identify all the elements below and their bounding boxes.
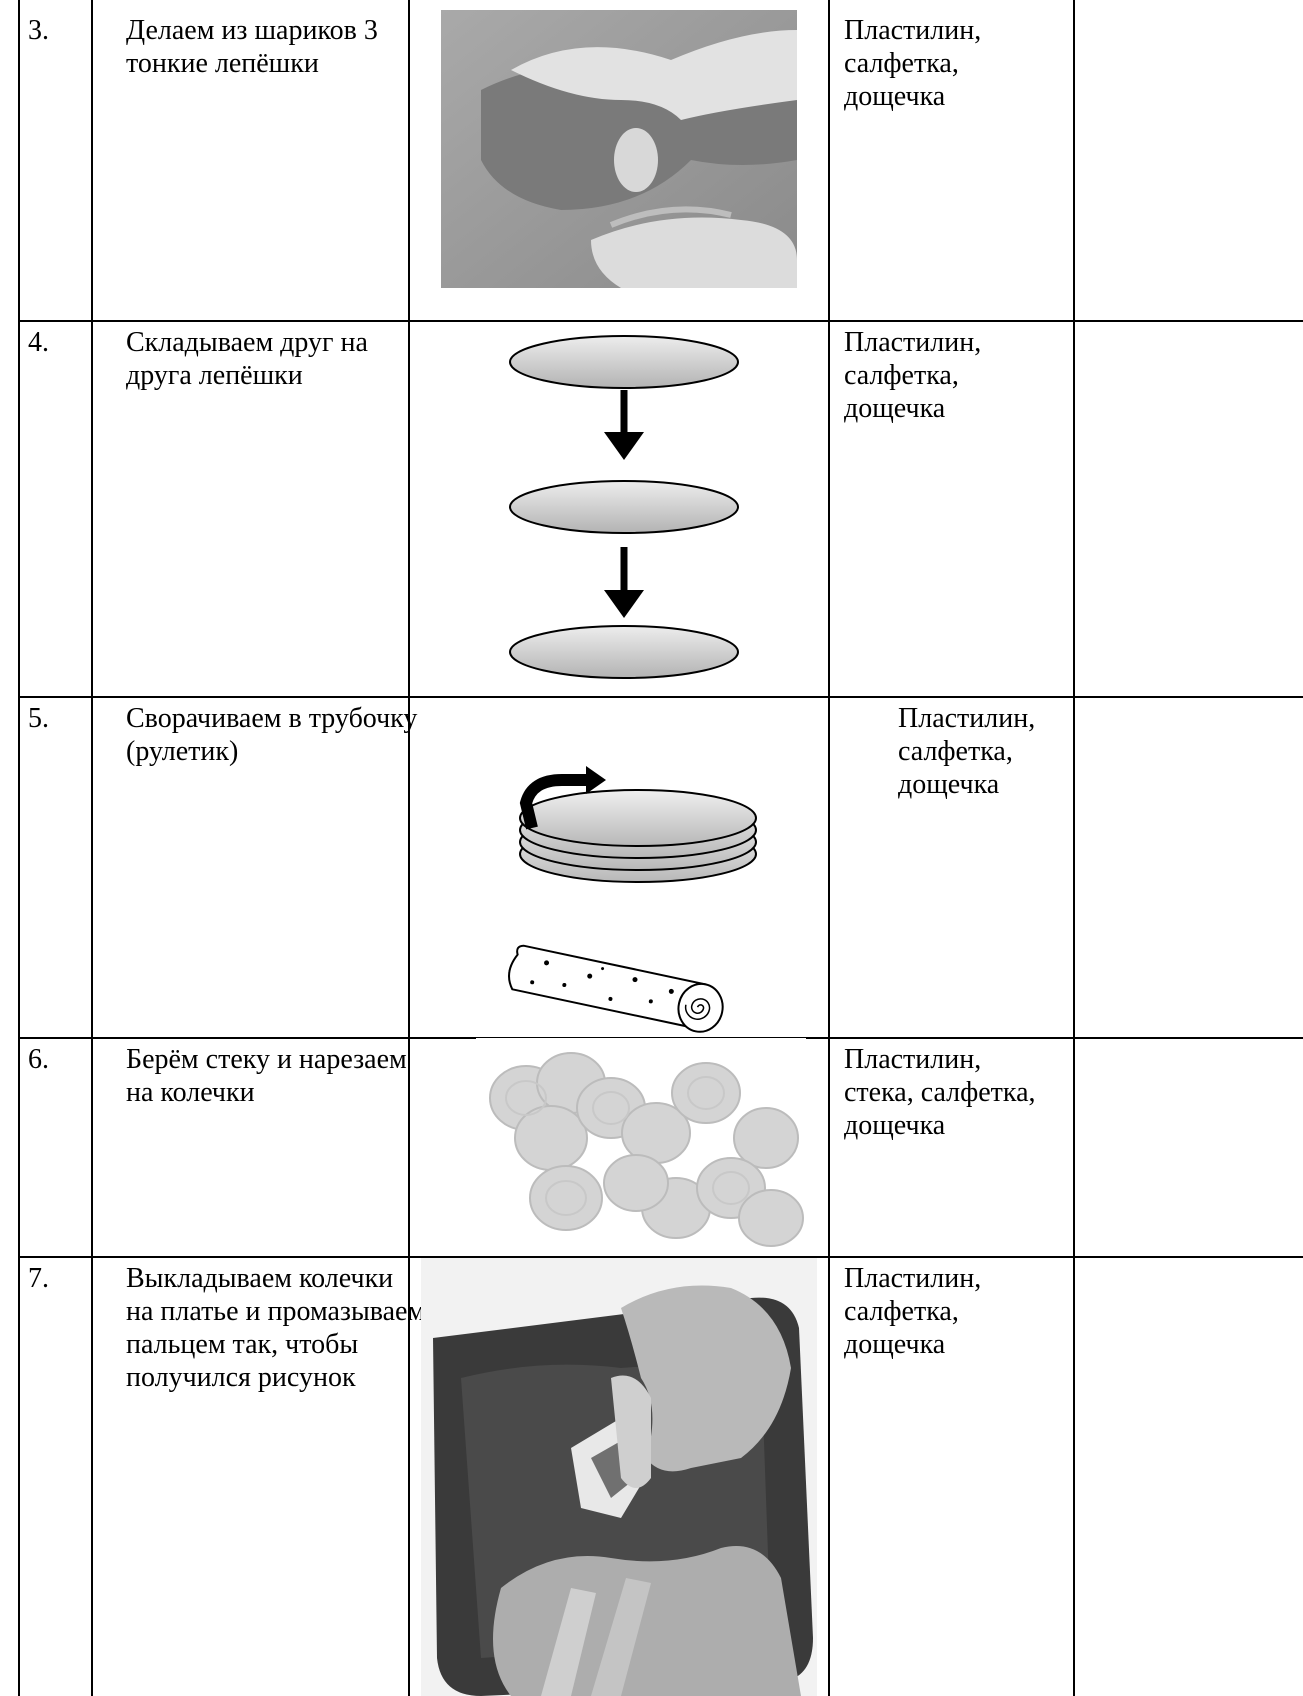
step-description: Складываем друг на друга лепёшки (126, 327, 368, 391)
steps-table: 3. Делаем из шариков 3 тонкие лепёшки Пл… (18, 0, 1303, 1696)
rolling-discs-into-tube-diagram (502, 758, 762, 1040)
column-divider (91, 0, 93, 1696)
column-divider (828, 0, 830, 1696)
hands-flattening-clay-photo (441, 10, 797, 288)
row-divider (18, 1256, 1303, 1258)
step-description: Делаем из шариков 3 тонкие лепёшки (126, 15, 378, 79)
row-divider (18, 696, 1303, 698)
table-border-left (18, 0, 20, 1696)
step-number: 5. (28, 703, 49, 734)
materials-list: Пластилин, салфетка, дощечка (844, 15, 982, 112)
step-number: 6. (28, 1044, 49, 1075)
step-number: 3. (28, 15, 49, 46)
hands-pressing-clay-on-board-photo (421, 1258, 817, 1696)
materials-list: Пластилин, стека, салфетка, дощечка (844, 1044, 1036, 1141)
column-divider (408, 0, 410, 1696)
materials-list: Пластилин, салфетка, дощечка (844, 1263, 982, 1360)
row-divider (18, 320, 1303, 322)
step-number: 7. (28, 1263, 49, 1294)
step-description: Сворачиваем в трубочку (рулетик) (126, 703, 418, 767)
step-description: Выкладываем колечки на платье и промазыв… (126, 1263, 426, 1393)
step-number: 4. (28, 327, 49, 358)
step-description: Берём стеку и нарезаем на колечки (126, 1044, 407, 1108)
materials-list: Пластилин, салфетка, дощечка (898, 703, 1036, 800)
stacking-discs-diagram (506, 332, 742, 682)
materials-list: Пластилин, салфетка, дощечка (844, 327, 982, 424)
clay-ring-slices-photo (476, 1038, 806, 1253)
column-divider (1073, 0, 1075, 1696)
